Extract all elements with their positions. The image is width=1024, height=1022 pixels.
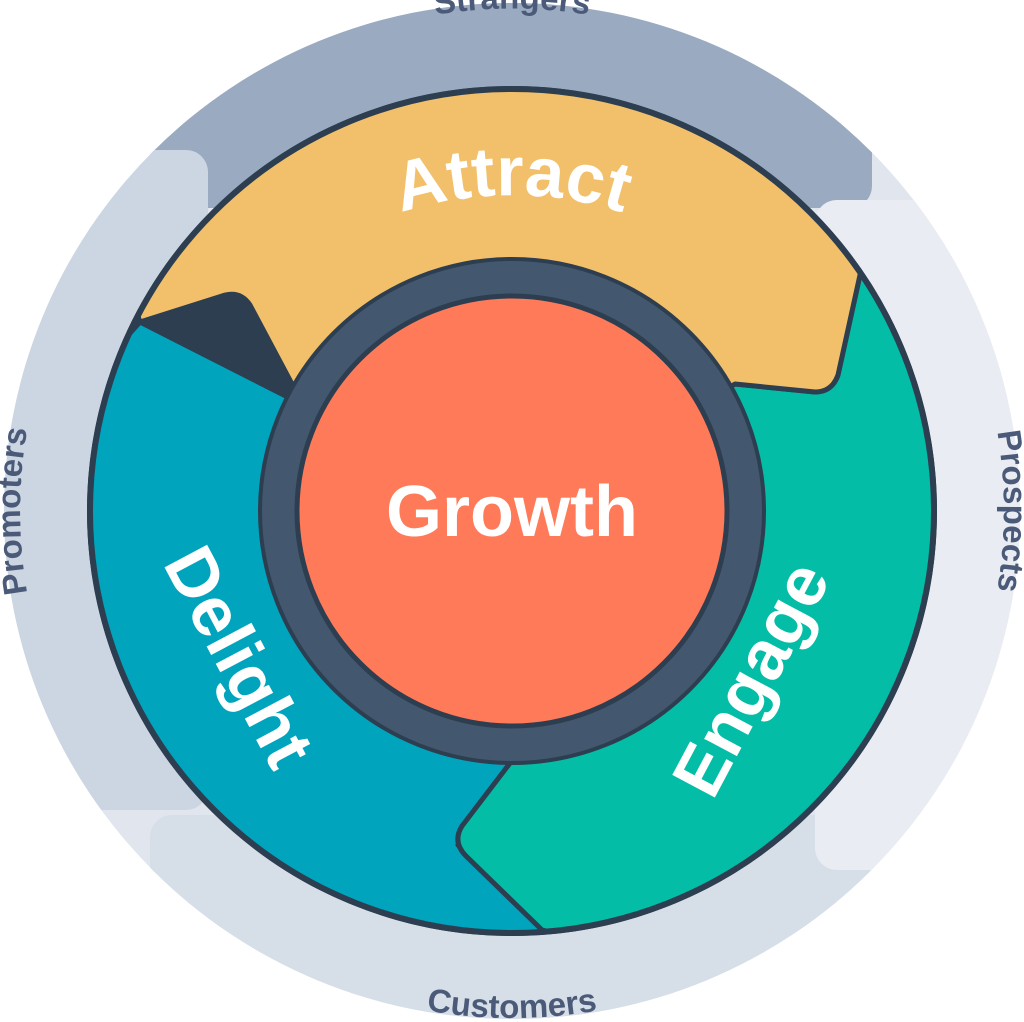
inner-disc-border [87, 86, 937, 936]
growth-label: Growth [386, 472, 638, 552]
strangers-label: Strangers [431, 0, 593, 22]
growth-circle [294, 293, 730, 729]
